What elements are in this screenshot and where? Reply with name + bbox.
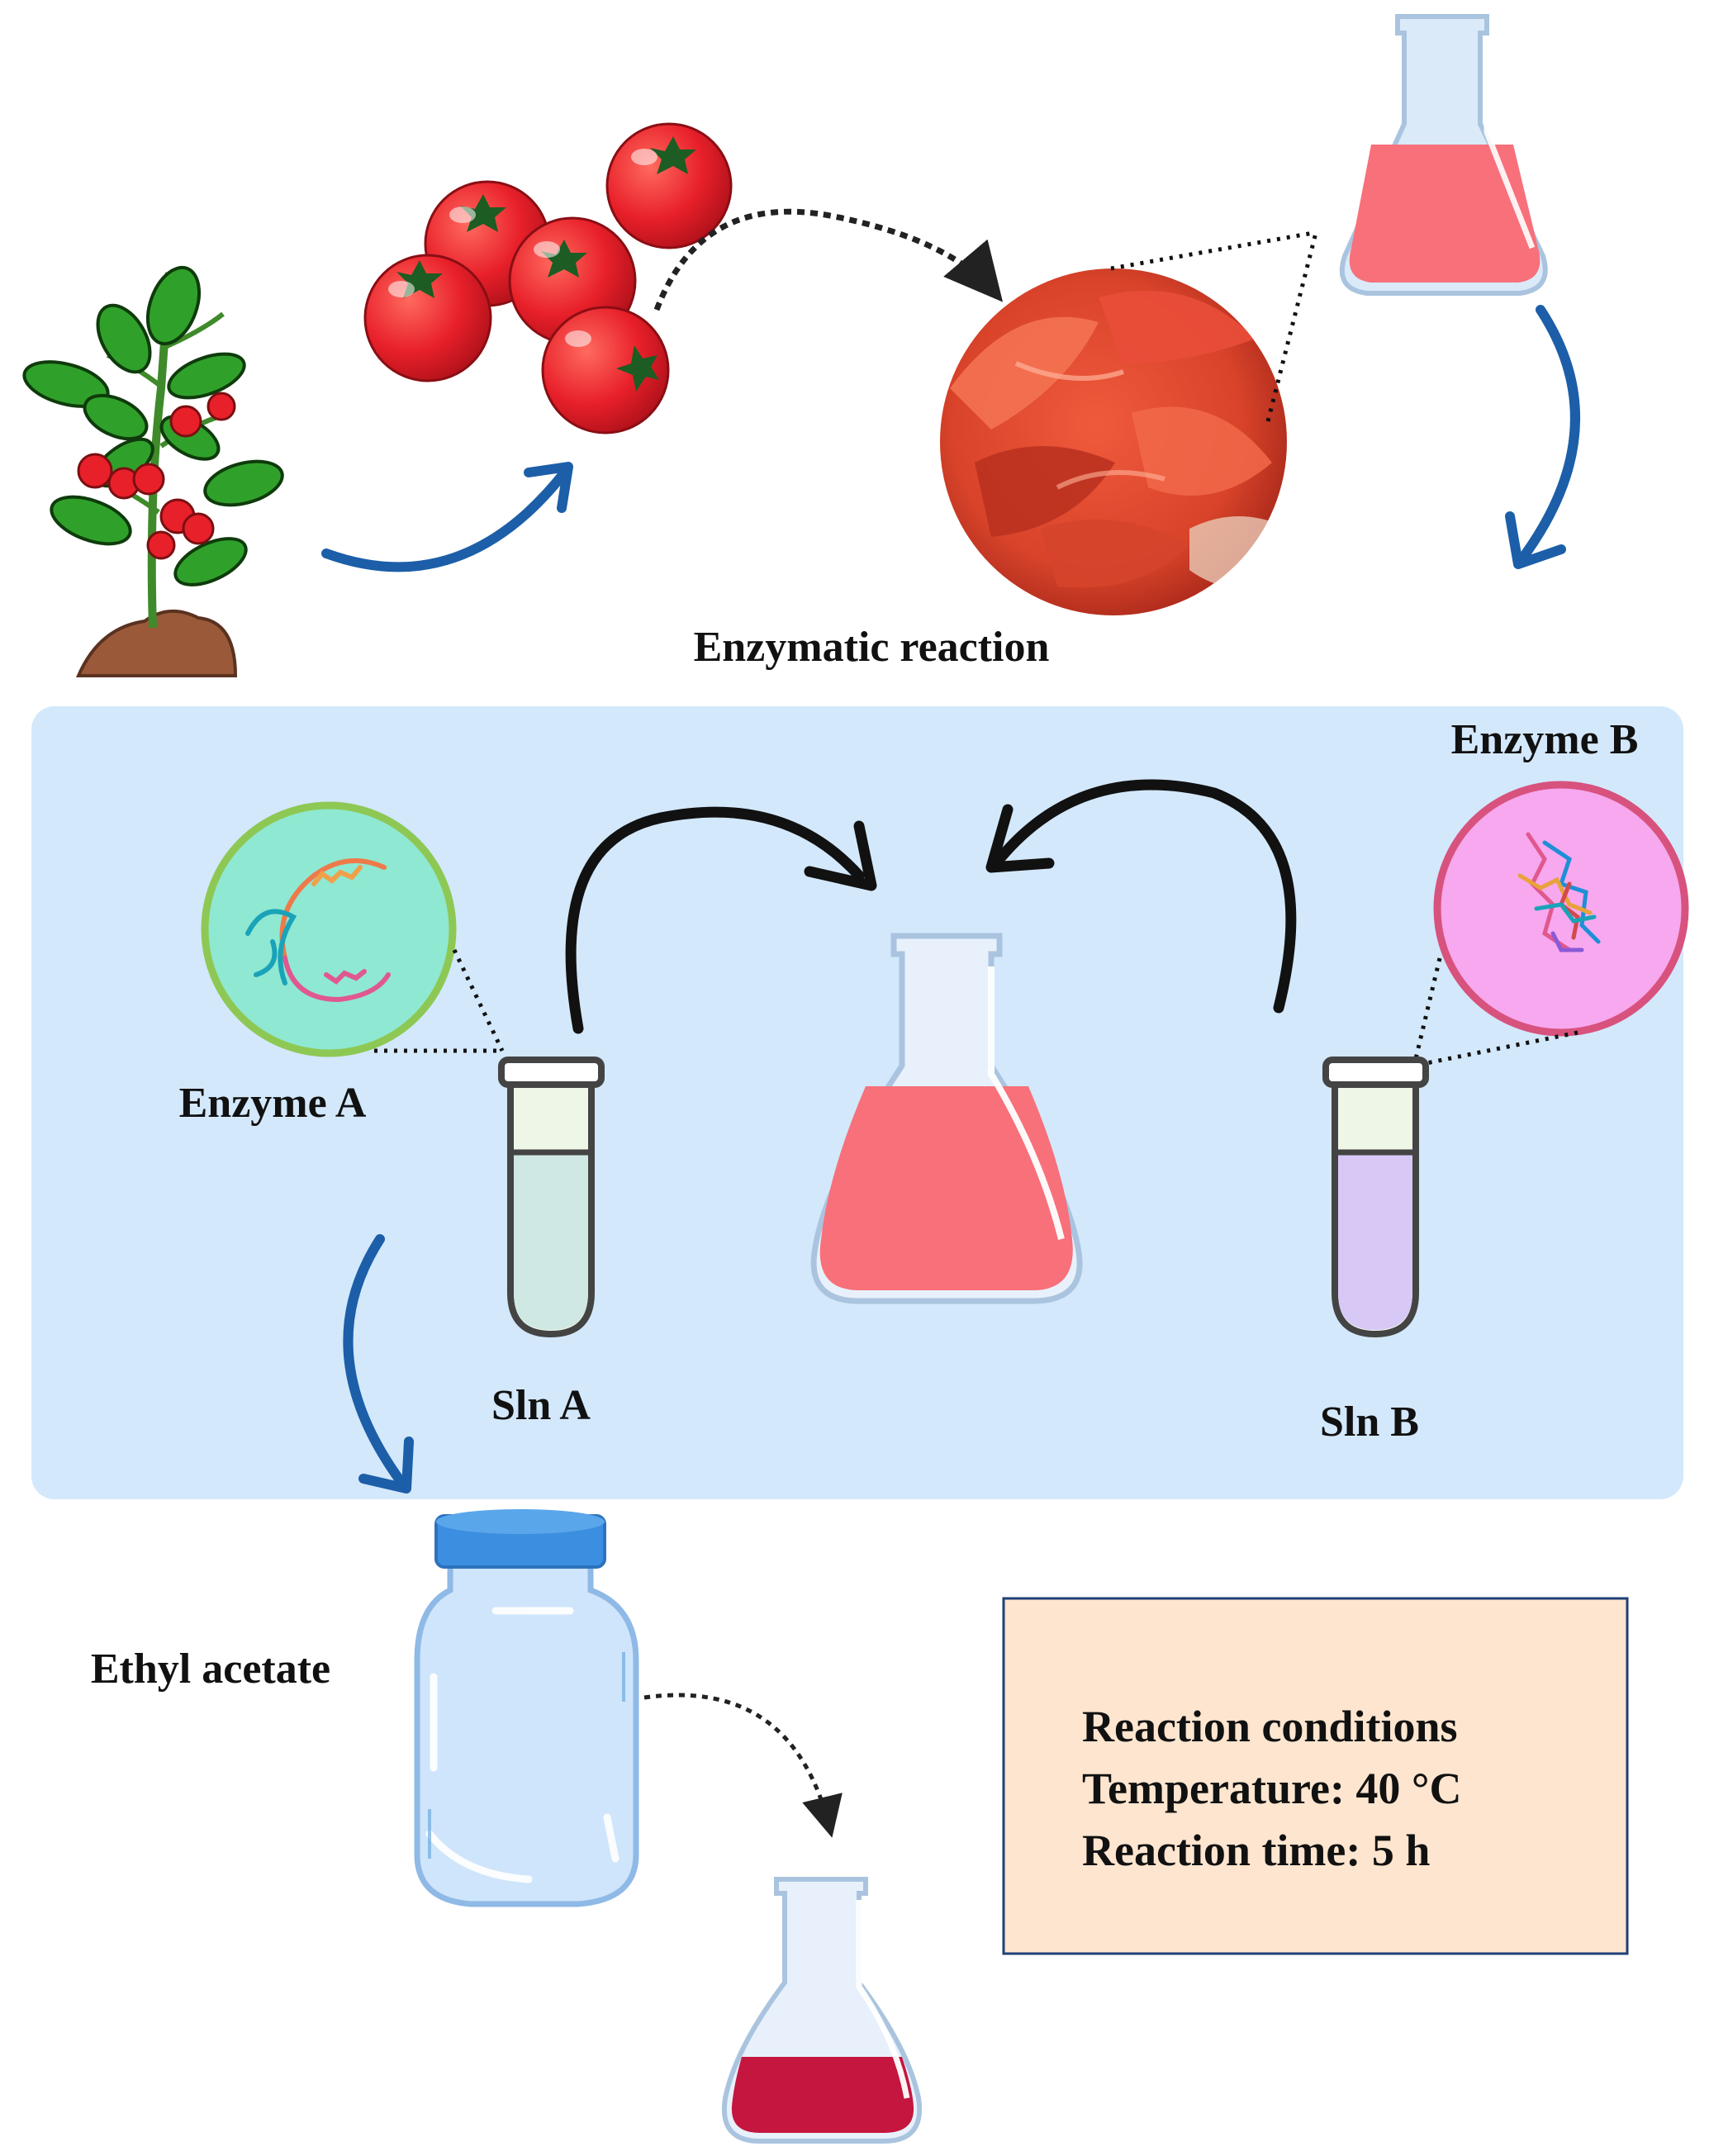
jar-icon — [414, 1509, 639, 1907]
enzymatic-reaction-label: Enzymatic reaction — [694, 624, 1050, 671]
arrow-plant-to-tomatoes — [321, 466, 571, 572]
tomato-peel-photo — [940, 268, 1287, 615]
conditions-time: Reaction time: 5 h — [1082, 1826, 1430, 1875]
enzyme-b-structure — [1433, 781, 1689, 1037]
arrow-panel-to-jar — [343, 1234, 410, 1492]
tomatoes-icon — [363, 122, 733, 435]
protein-structure-icon — [245, 858, 391, 1003]
tomato-plant-icon — [22, 265, 284, 677]
enzyme-a-structure — [201, 801, 457, 1057]
arrow-sln-a-to-flask — [565, 806, 865, 1034]
arrow-jar-to-final-flask — [643, 1693, 843, 1838]
arrow-head-plant-to-tomatoes — [524, 462, 573, 513]
test-tube-a-icon — [498, 1057, 605, 1338]
protein-structure-icon — [1517, 832, 1601, 952]
reaction-conditions-box: Reaction conditions Temperature: 40 °C R… — [1002, 1597, 1629, 1955]
arrow-head-sln-b-to-flask — [985, 804, 1055, 873]
arrow-tomatoes-to-peel — [653, 208, 1004, 311]
flask-icon — [810, 933, 1083, 1304]
flask-icon — [1339, 14, 1548, 296]
sln-b-label: Sln B — [1320, 1399, 1419, 1446]
conditions-title: Reaction conditions — [1082, 1702, 1458, 1751]
arrow-sln-b-to-flask — [994, 779, 1297, 1014]
zoom-lines-peel-to-flask — [1110, 230, 1318, 422]
arrow-flask-to-reaction — [1515, 305, 1580, 567]
conditions-temperature: Temperature: 40 °C — [1082, 1764, 1462, 1813]
zoom-lines-enzyme-a — [374, 948, 505, 1053]
ethyl-acetate-label: Ethyl acetate — [91, 1645, 330, 1693]
final-flask-icon — [721, 1877, 923, 2144]
test-tube-b-icon — [1322, 1057, 1429, 1338]
enzyme-b-label: Enzyme B — [1451, 716, 1639, 763]
zoom-lines-enzyme-b — [1412, 957, 1578, 1068]
arrow-head-panel-to-jar — [358, 1437, 414, 1494]
arrow-head-flask-to-reaction — [1505, 511, 1566, 569]
arrow-head-sln-a-to-flask — [804, 820, 877, 891]
sln-a-label: Sln A — [491, 1382, 591, 1429]
enzyme-a-label: Enzyme A — [179, 1080, 367, 1127]
